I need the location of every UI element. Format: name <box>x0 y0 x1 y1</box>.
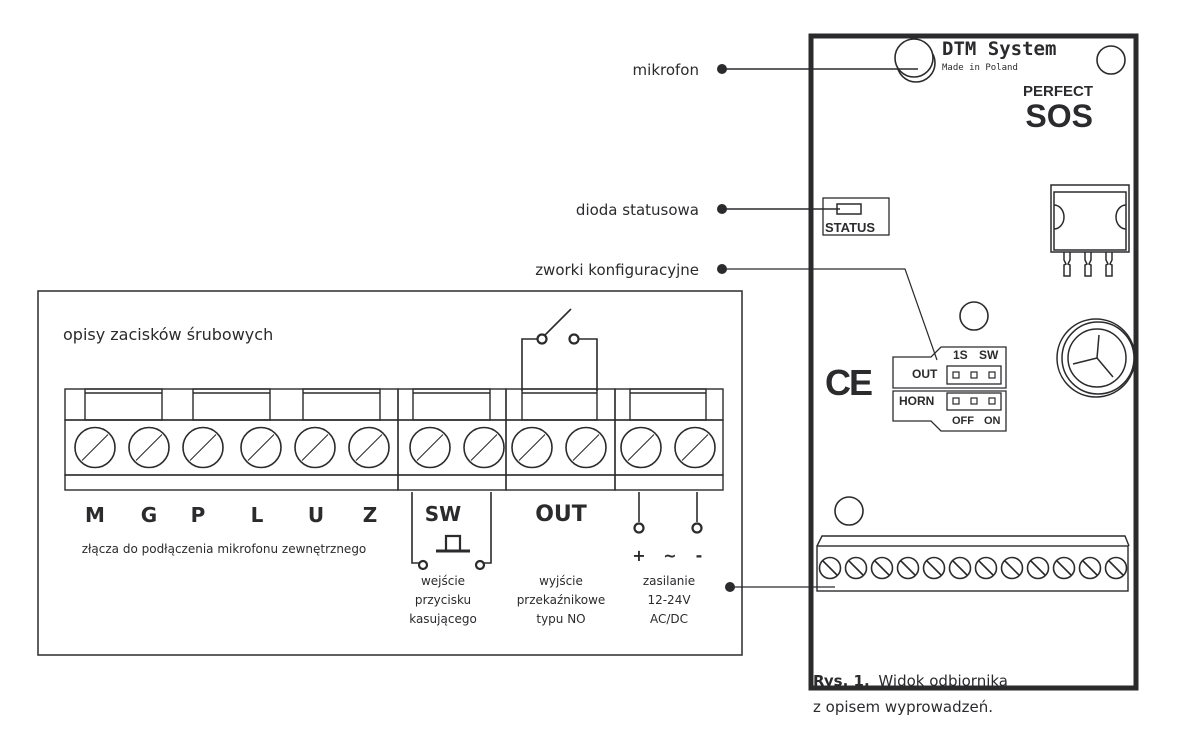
power-terminal-block <box>614 388 724 491</box>
config-jumpers: 1S SW OUT HORN OFF ON <box>892 346 1007 432</box>
out-desc-3: typu NO <box>536 612 585 626</box>
callout-config-jumpers: zworki konfiguracyjne <box>535 261 699 279</box>
mic-terminal-block <box>64 388 399 491</box>
pin-p: P <box>191 503 206 527</box>
screw-terminal-icon <box>74 426 116 469</box>
jumper-opt-sw: SW <box>979 348 999 362</box>
out-desc-1: wyjście <box>539 574 583 588</box>
out-label: OUT <box>535 502 587 527</box>
board-terminal-strip <box>816 535 1130 592</box>
pcb-board: DTM System Made in Poland PERFECT SOS ST… <box>808 33 1139 691</box>
microphone-icon <box>894 38 936 83</box>
screw-terminal-icon <box>565 426 607 469</box>
pin-m: M <box>85 503 105 527</box>
out-section: OUT wyjście przekaźnikowe typu NO <box>517 502 606 626</box>
model-line2: SOS <box>1025 98 1093 134</box>
screw-terminal-icon <box>1000 556 1024 580</box>
push-button-icon <box>411 492 492 571</box>
voltage-regulator-icon <box>1050 184 1130 277</box>
screw-terminal-icon <box>870 556 894 580</box>
jumper-horn-label: HORN <box>899 394 934 408</box>
board-outline <box>808 33 1139 691</box>
screw-terminal-icon <box>1078 556 1102 580</box>
sw-section: SW wejście przycisku kasującego <box>409 492 492 626</box>
screw-terminal-icon <box>128 426 170 469</box>
screw-terminal-icon <box>182 426 224 469</box>
screw-terminal-icon <box>1026 556 1050 580</box>
sw-desc-1: wejście <box>421 574 465 588</box>
jumper-opt-off: OFF <box>952 415 974 427</box>
jumper-out-label: OUT <box>912 367 938 381</box>
pin-l: L <box>251 503 264 527</box>
jumper-out-header[interactable] <box>946 365 1002 385</box>
mic-pins-desc: złącza do podłączenia mikrofonu zewnętrz… <box>82 542 367 556</box>
screw-terminal-icon <box>974 556 998 580</box>
mic-pin-labels: M G P L U Z <box>85 503 377 527</box>
pin-z: Z <box>363 503 378 527</box>
screw-terminal-icon <box>896 556 920 580</box>
out-desc-2: przekaźnikowe <box>517 593 606 607</box>
power-plus: + <box>632 546 645 565</box>
ce-mark: CE <box>825 362 872 403</box>
led-icon <box>836 203 862 215</box>
svg-text:Rys. 1. Widok odbiornika: Rys. 1. Widok odbiornika <box>813 672 1008 690</box>
screw-terminal-icon <box>844 556 868 580</box>
screw-terminal-icon <box>511 426 553 469</box>
out-terminal-block <box>505 388 616 491</box>
panel-frame <box>37 290 743 656</box>
mounting-hole-icon <box>959 301 989 331</box>
jumper-horn-header[interactable] <box>946 392 1002 411</box>
jumper-opt-1s: 1S <box>953 348 968 362</box>
power-ac: ~ <box>663 546 676 565</box>
screw-terminal-icon <box>818 556 842 580</box>
screw-terminal-icon <box>409 426 451 469</box>
callouts: mikrofon dioda statusowa zworki konfigur… <box>535 61 938 592</box>
power-desc-2: 12-24V <box>647 593 691 607</box>
panel-title: opisy zacisków śrubowych <box>63 325 273 344</box>
screw-terminal-icon <box>348 426 390 469</box>
screw-terminal-icon <box>463 426 505 469</box>
pin-u: U <box>308 503 324 527</box>
caption-line2: z opisem wyprowadzeń. <box>813 698 993 716</box>
sw-terminal-block <box>397 388 507 491</box>
screw-terminal-icon <box>922 556 946 580</box>
made-in-text: Made in Poland <box>942 63 1018 73</box>
screw-terminal-icon <box>620 426 662 469</box>
relay-contact-icon <box>521 308 598 391</box>
callout-microphone: mikrofon <box>633 61 699 79</box>
power-terminal-icon <box>633 492 703 534</box>
sw-desc-2: przycisku <box>415 593 471 607</box>
terminals-panel: opisy zacisków śrubowych M G P L U Z złą… <box>37 290 743 656</box>
pin-g: G <box>141 503 157 527</box>
status-led: STATUS <box>822 197 890 236</box>
screw-terminal-icon <box>948 556 972 580</box>
mounting-hole-icon <box>834 496 864 526</box>
caption-bold: Rys. 1. <box>813 672 870 690</box>
figure-caption: Rys. 1. Widok odbiornika z opisem wyprow… <box>813 672 1008 716</box>
callout-status-led: dioda statusowa <box>576 201 699 219</box>
sw-desc-3: kasującego <box>409 612 477 626</box>
screw-terminal-icon <box>1104 556 1128 580</box>
power-minus: - <box>696 546 703 565</box>
power-section: + ~ - zasilanie 12-24V AC/DC <box>632 492 703 626</box>
buzzer-icon <box>1056 318 1136 398</box>
screw-terminal-icon <box>674 426 716 469</box>
sw-label: SW <box>425 502 461 526</box>
brand-text: DTM System <box>942 38 1056 60</box>
power-desc-1: zasilanie <box>643 574 695 588</box>
screw-terminal-icon <box>1052 556 1076 580</box>
power-desc-3: AC/DC <box>650 612 688 626</box>
screw-terminal-icon <box>294 426 336 469</box>
caption-line1: Widok odbiornika <box>878 672 1008 690</box>
screw-terminal-icon <box>240 426 282 469</box>
jumper-opt-on: ON <box>984 415 1001 427</box>
model-line1: PERFECT <box>1023 83 1093 100</box>
status-label: STATUS <box>825 220 875 235</box>
mounting-hole-icon <box>1096 45 1126 75</box>
terminal-blocks <box>64 388 724 491</box>
